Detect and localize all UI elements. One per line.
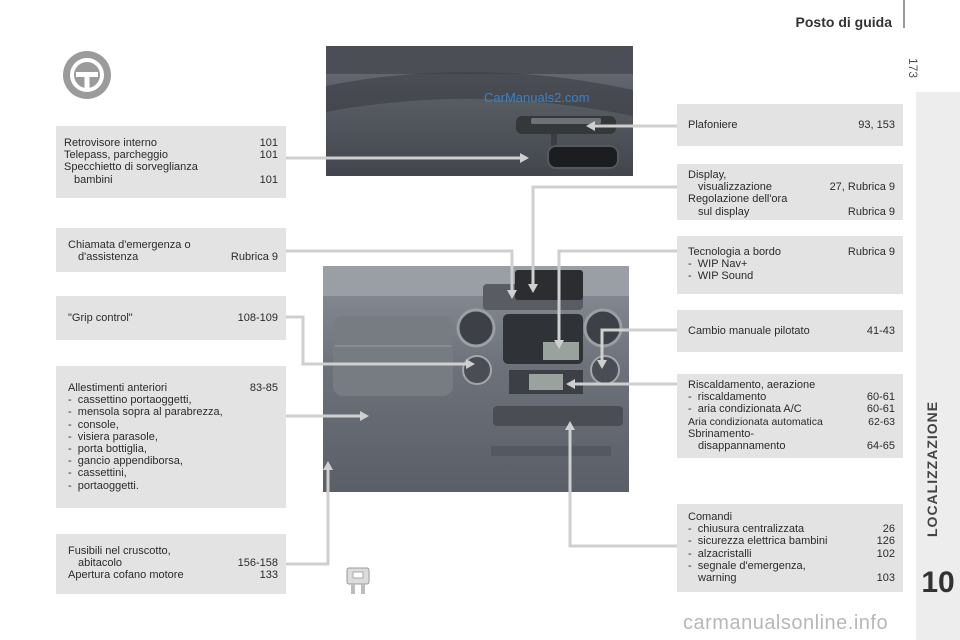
list-item: portaoggetti. [68, 480, 278, 492]
list-item: "Grip control"108-109 [68, 312, 278, 324]
list-item: Specchietto di sorveglianza [64, 161, 198, 174]
list-item: Display, [688, 169, 727, 181]
list-item: aria condizionata A/C60-61 [688, 403, 895, 415]
list-item: segnale d'emergenza, [688, 560, 895, 572]
list-item: Comandi [688, 511, 733, 523]
side-tab [916, 92, 960, 640]
list-item: cassettini, [68, 467, 278, 479]
list-item: porta bottiglia, [68, 443, 278, 455]
list-item: gancio appendiborsa, [68, 455, 278, 467]
list-item: cassettino portaoggetti, [68, 394, 278, 406]
ceiling-photo [326, 46, 633, 176]
watermark-bottom: carmanualsonline.info [683, 612, 889, 634]
watermark-top: CarManuals2.com [484, 90, 590, 105]
list-item: Riscaldamento, aerazione [688, 379, 816, 391]
list-item: WIP Nav+ [688, 258, 895, 270]
list-item: Sbrinamento- [688, 427, 755, 440]
list-item: mensola sopra al parabrezza, [68, 406, 278, 418]
list-item: visiera parasole, [68, 431, 278, 443]
steering-wheel-icon [63, 51, 111, 99]
list-item: Fusibili nel cruscotto, [68, 545, 171, 557]
heating-ventilation-box: Riscaldamento, aerazione riscaldamento60… [677, 374, 903, 458]
chapter-number: 10 [921, 566, 955, 599]
list-item: Regolazione dell'ora [688, 193, 788, 206]
page-title: Posto di guida [795, 14, 892, 30]
list-item: WIP Sound [688, 270, 895, 282]
fuse-box-icon [346, 567, 370, 594]
header-divider [903, 0, 905, 28]
list-item: console, [68, 419, 278, 431]
list-item: Chiamata d'emergenza o [68, 239, 191, 251]
grip-control-box: "Grip control"108-109 [56, 296, 286, 340]
